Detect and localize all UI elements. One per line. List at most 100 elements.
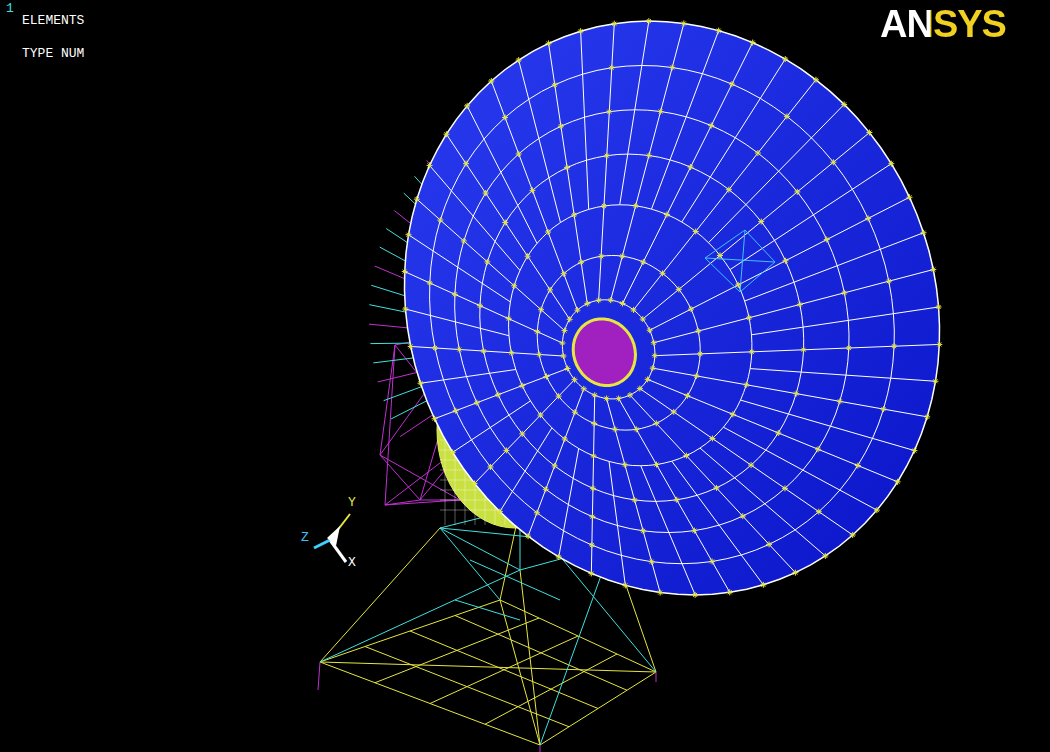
node-mark <box>525 533 531 539</box>
reflector-rib <box>581 31 589 209</box>
node-mark <box>588 570 594 576</box>
node-mark <box>508 350 514 356</box>
node-mark <box>519 383 525 389</box>
ansys-logo: ANSYS <box>880 2 1006 46</box>
axis-label: Y <box>348 495 356 510</box>
node-mark <box>775 430 781 436</box>
node-mark <box>716 28 722 34</box>
node-mark <box>755 150 761 156</box>
node-mark <box>646 153 652 159</box>
node-mark <box>562 436 568 442</box>
node-mark <box>547 287 553 293</box>
reflector-rib <box>559 448 579 556</box>
node-mark <box>556 554 562 560</box>
node-mark <box>640 259 646 265</box>
reflector-rib <box>709 104 845 242</box>
node-mark <box>529 187 535 193</box>
node-mark <box>664 212 670 218</box>
node-mark <box>519 431 525 437</box>
node-mark <box>619 253 625 259</box>
node-mark <box>841 290 847 296</box>
node-mark <box>591 421 597 427</box>
node-mark <box>881 406 887 412</box>
node-mark <box>713 485 719 491</box>
node-mark <box>481 348 487 354</box>
node-mark <box>649 559 655 565</box>
node-mark <box>622 462 628 468</box>
node-mark <box>794 189 800 195</box>
node-mark <box>502 220 508 226</box>
reflector-rib <box>741 400 915 450</box>
brace-member <box>470 560 560 600</box>
node-mark <box>846 345 852 351</box>
node-mark <box>534 510 540 516</box>
node-mark <box>654 462 660 468</box>
node-mark <box>676 286 682 292</box>
node-mark <box>562 328 568 334</box>
node-mark <box>546 40 552 46</box>
reflector-rib <box>599 24 615 301</box>
elevation-member <box>385 345 395 505</box>
node-mark <box>592 392 598 398</box>
reflector-rib <box>730 164 891 270</box>
node-mark <box>574 307 580 313</box>
node-mark <box>572 377 578 383</box>
node-mark <box>822 553 828 559</box>
reflector-rib <box>611 23 684 300</box>
reflector-rib <box>700 448 825 556</box>
node-mark <box>565 365 571 371</box>
node-mark <box>591 453 597 459</box>
reflector-surface <box>405 21 940 595</box>
node-mark <box>402 269 408 275</box>
node-mark <box>536 351 542 357</box>
reflector-rib <box>417 199 565 330</box>
node-mark <box>474 400 480 406</box>
node-mark <box>604 153 610 159</box>
node-mark <box>727 589 733 595</box>
reflector-rib <box>453 401 531 452</box>
reflector-rib <box>609 461 625 585</box>
node-mark <box>633 203 639 209</box>
node-mark <box>627 392 633 398</box>
node-mark <box>749 349 755 355</box>
node-mark <box>608 297 614 303</box>
reflector-rib <box>475 380 575 484</box>
node-mark <box>543 373 549 379</box>
reflector-rib <box>420 369 515 383</box>
node-mark <box>816 509 822 515</box>
reflector-rib <box>640 389 853 535</box>
node-mark <box>402 306 408 312</box>
node-mark <box>657 590 663 596</box>
node-mark <box>487 464 493 470</box>
node-mark <box>414 196 420 202</box>
reflector-rib <box>641 466 695 595</box>
reflector-rib <box>643 133 870 319</box>
node-mark <box>443 131 449 137</box>
node-mark <box>888 161 894 167</box>
node-mark <box>477 303 483 309</box>
node-mark <box>631 307 637 313</box>
node-mark <box>669 64 675 70</box>
node-mark <box>693 373 699 379</box>
node-mark <box>837 398 843 404</box>
leg-member <box>320 528 440 662</box>
node-mark <box>589 542 595 548</box>
node-mark <box>596 297 602 303</box>
reflector-rib <box>491 81 577 310</box>
node-mark <box>824 237 830 243</box>
node-mark <box>746 315 752 321</box>
node-mark <box>708 123 714 129</box>
reflector-rib <box>549 43 588 303</box>
node-mark <box>472 480 478 486</box>
node-mark <box>697 351 703 357</box>
reflector-ring <box>537 256 700 431</box>
node-mark <box>556 393 562 399</box>
node-mark <box>650 365 656 371</box>
base-member <box>500 600 540 745</box>
reflector-rib <box>619 398 730 592</box>
node-mark <box>561 271 567 277</box>
node-mark <box>616 395 622 401</box>
reflector-rib <box>648 379 898 481</box>
node-mark <box>552 82 558 88</box>
